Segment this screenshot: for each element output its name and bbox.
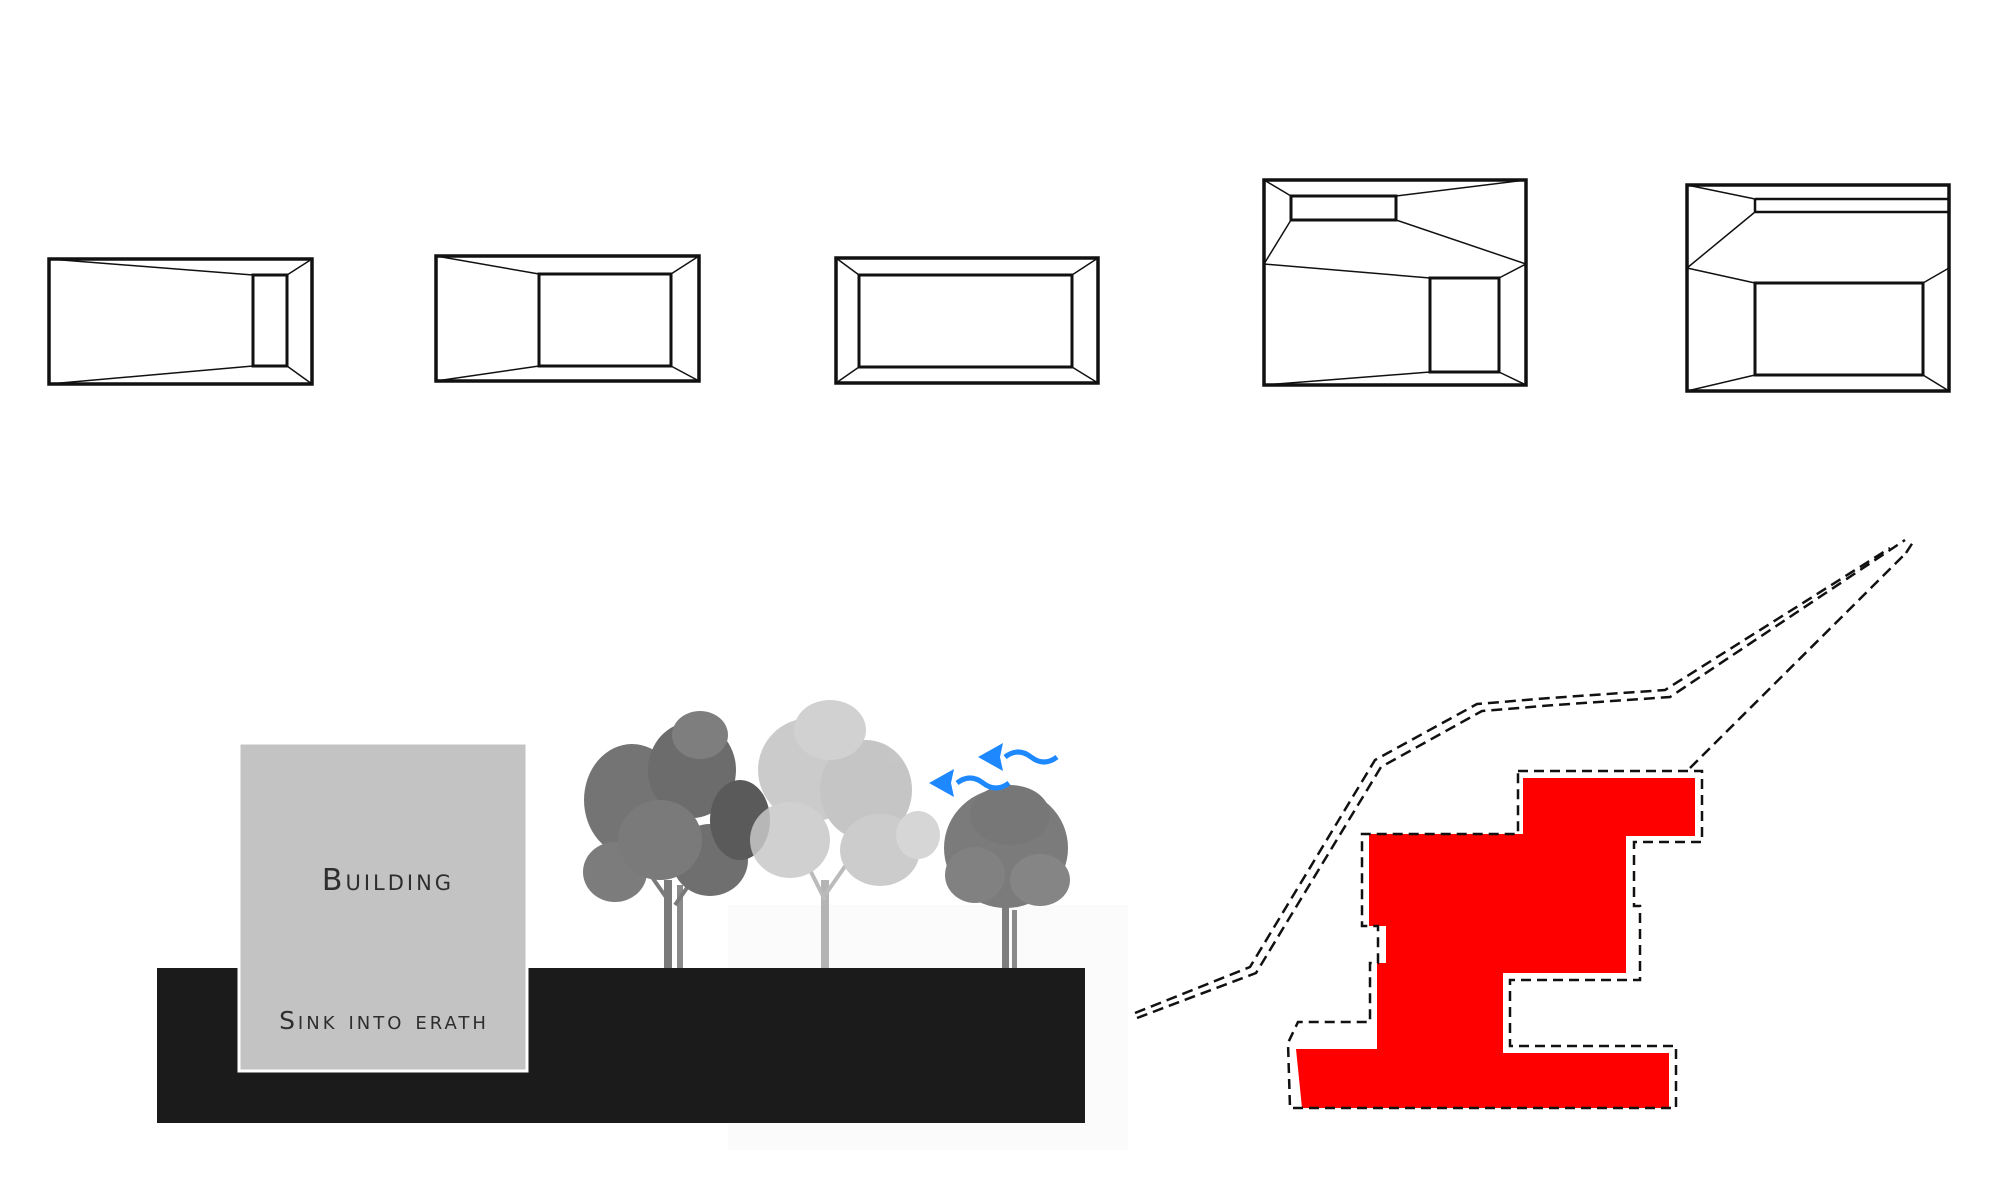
tree-icon	[750, 700, 940, 968]
site-contour-lines	[1134, 538, 1917, 1020]
wind-arrow-icon	[978, 743, 1059, 771]
building-footprint	[1296, 778, 1695, 1108]
tree-icon	[944, 785, 1070, 968]
perspective-sketch-2	[434, 254, 701, 383]
perspective-sketch-3	[834, 256, 1100, 385]
sink-into-earth-label: Sink into erath	[279, 1006, 489, 1035]
perspective-sketch-4	[1262, 178, 1528, 387]
footprint-dashed-outline	[1286, 769, 1704, 1110]
site-plan	[1134, 538, 1917, 1110]
section-diagram: Building Sink into erath	[157, 700, 1128, 1150]
tree-icon	[583, 711, 770, 968]
wind-arrow-icon	[929, 769, 1011, 797]
building-label: Building	[322, 863, 454, 898]
building-mass	[237, 741, 529, 1073]
perspective-sketches	[47, 178, 1951, 393]
perspective-sketch-5	[1685, 183, 1951, 393]
perspective-sketch-1	[47, 257, 314, 386]
